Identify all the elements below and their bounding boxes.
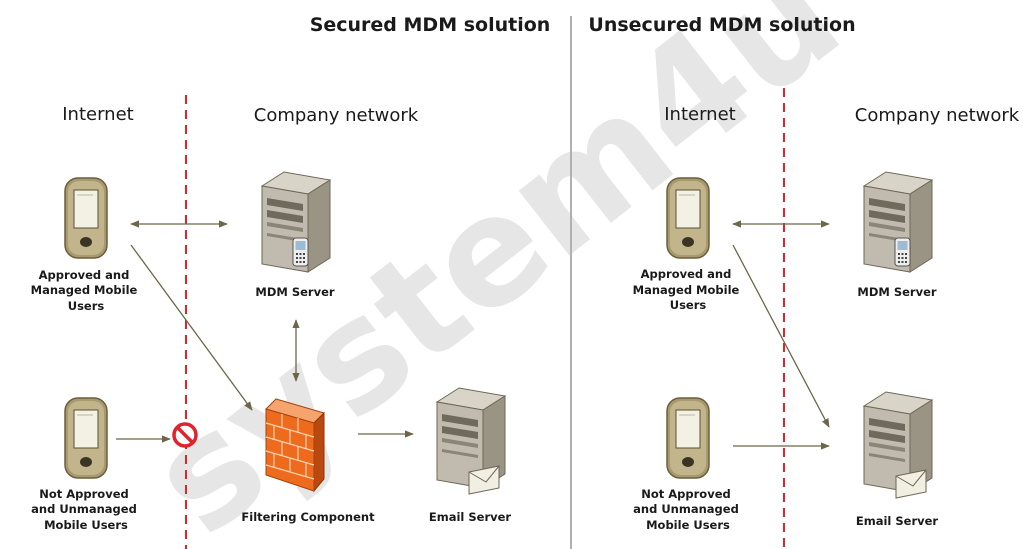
unsecured-zone-company: Company network xyxy=(855,105,1020,126)
unsecured-mdm-server-label: MDM Server xyxy=(857,285,936,299)
secured-approved-users-label: Approved and Managed Mobile Users xyxy=(31,268,142,313)
no-entry-icon xyxy=(172,422,198,448)
unsecured-title: Unsecured MDM solution xyxy=(588,14,855,36)
filtering-component-label: Filtering Component xyxy=(241,510,375,524)
secured-unmanaged-users-label: Not Approved and Unmanaged Mobile Users xyxy=(31,487,141,532)
unsecured-email-server-label: Email Server xyxy=(856,514,939,528)
unsecured-unmanaged-users-label: Not Approved and Unmanaged Mobile Users xyxy=(633,487,743,532)
unsecured-mdm-server-icon xyxy=(863,171,933,273)
secured-email-server-label: Email Server xyxy=(429,510,512,524)
unsecured-zone-internet: Internet xyxy=(664,104,735,125)
secured-mdm-server-icon xyxy=(261,171,331,273)
secured-section: Secured MDM solution Internet Company ne… xyxy=(31,14,551,549)
secured-email-server-icon xyxy=(436,387,506,495)
secured-zone-company: Company network xyxy=(254,105,419,126)
unsecured-approved-users-label: Approved and Managed Mobile Users xyxy=(633,267,744,312)
secured-title: Secured MDM solution xyxy=(310,14,551,36)
unsecured-section: Unsecured MDM solution Internet Company … xyxy=(588,14,1020,549)
firewall-icon xyxy=(265,398,325,493)
approved-mobile-phone-icon xyxy=(666,177,710,259)
arrow-approved-to-firewall xyxy=(130,244,253,411)
unsecured-email-server-icon xyxy=(863,391,933,499)
secured-zone-internet: Internet xyxy=(62,104,133,125)
unmanaged-mobile-phone-icon xyxy=(64,397,108,479)
arrow-approved-to-email xyxy=(732,244,830,428)
approved-mobile-phone-icon xyxy=(64,177,108,259)
unmanaged-mobile-phone-icon xyxy=(666,397,710,479)
secured-mdm-server-label: MDM Server xyxy=(255,285,334,299)
